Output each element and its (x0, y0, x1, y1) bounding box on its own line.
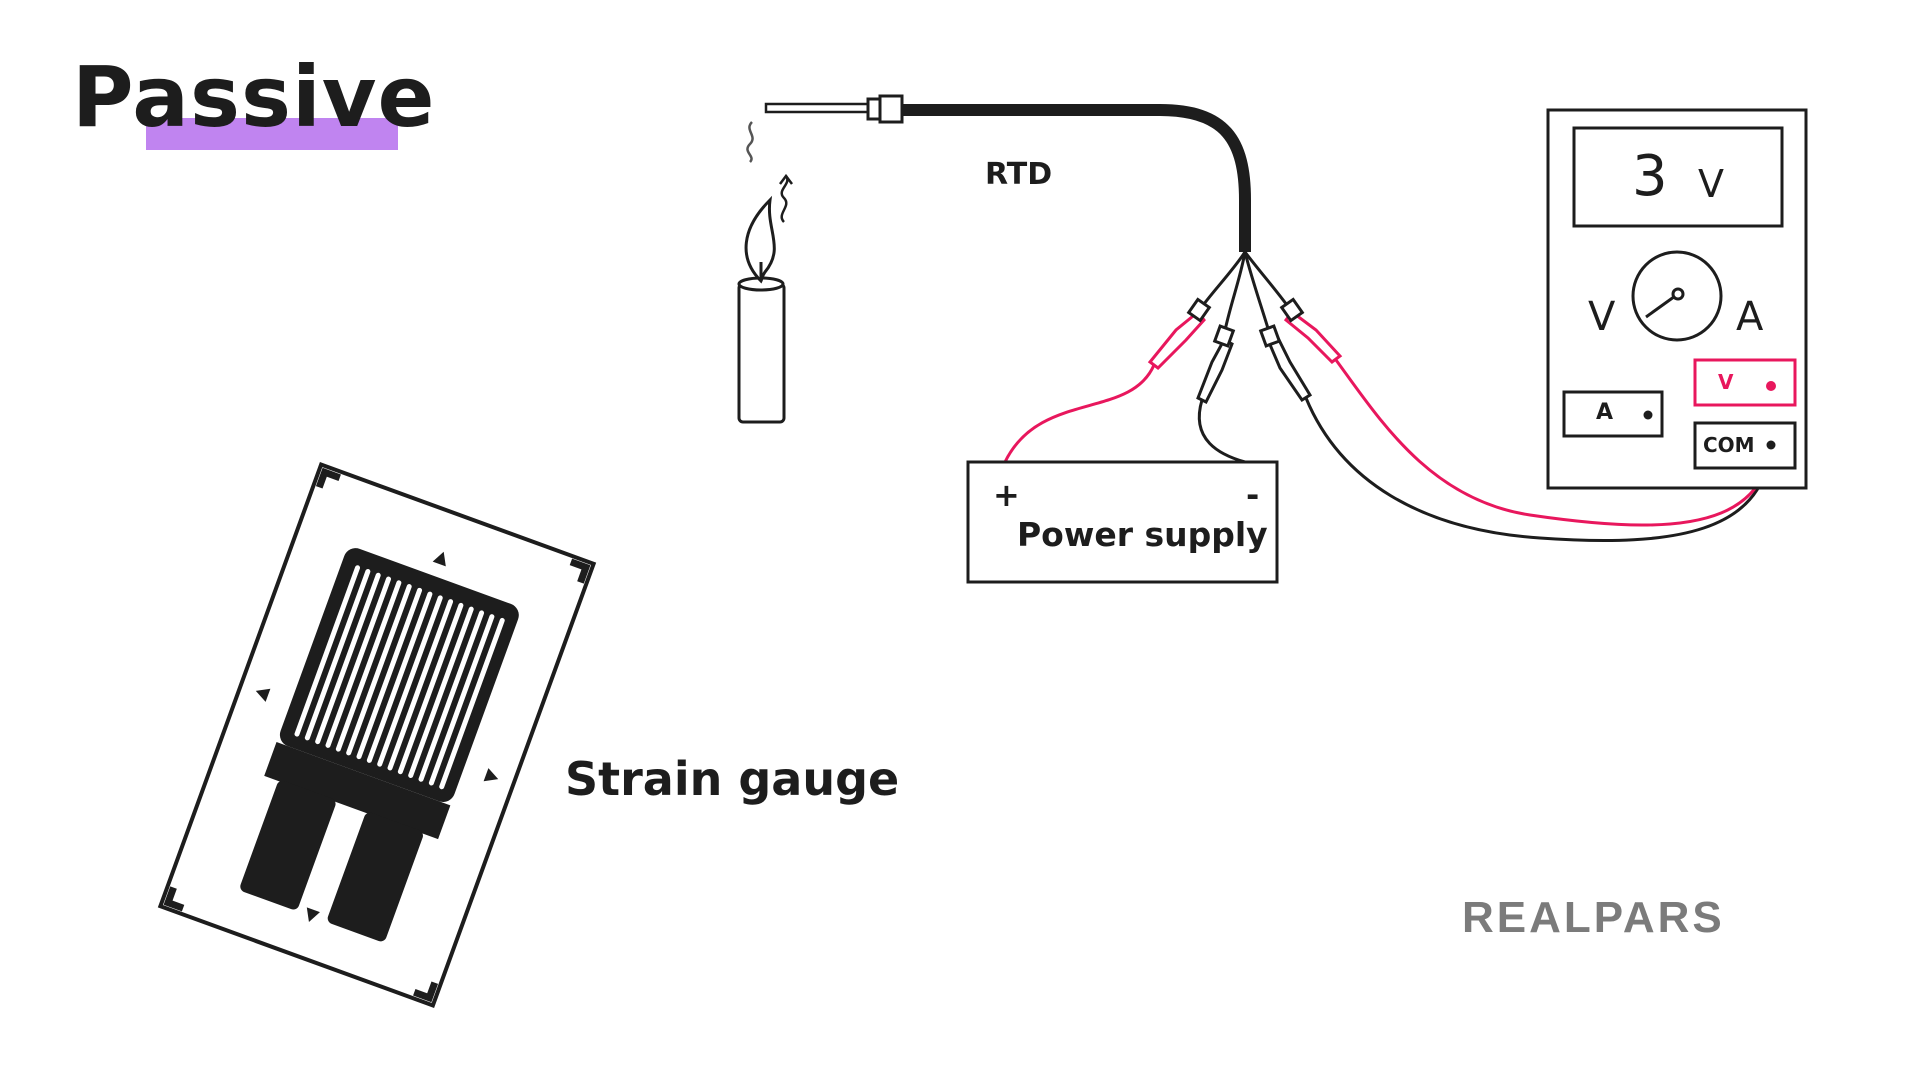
rtd-probe (764, 94, 1251, 252)
red-clip-left (1147, 297, 1212, 370)
black-clip-right (1258, 324, 1313, 403)
candle-icon (737, 195, 786, 424)
port-v-label: V (1718, 370, 1734, 394)
multimeter (1546, 108, 1808, 490)
gauge-grid (240, 548, 519, 942)
port-com-label: COM (1703, 433, 1755, 457)
page-title: Passive (72, 48, 436, 146)
port-com-box (1693, 421, 1797, 470)
realpars-logo: REALPARS (1462, 893, 1725, 942)
rtd-wires (1196, 251, 1294, 336)
meter-dial-v-label: V (1588, 294, 1616, 340)
black-clip-left (1196, 324, 1236, 405)
meter-dial-a-label: A (1736, 294, 1764, 340)
meter-display (1572, 126, 1784, 228)
strain-gauge-label: Strain gauge (565, 752, 900, 806)
meter-display-value: 3 (1632, 144, 1668, 209)
port-a-jack (1643, 410, 1653, 420)
port-v-jack (1766, 381, 1776, 391)
red-clip-right (1279, 297, 1343, 364)
power-supply-plus: + (993, 476, 1020, 514)
brand-logo-text: REALPARS (1462, 893, 1725, 942)
power-supply-box (966, 460, 1279, 584)
port-a-label: A (1596, 400, 1614, 425)
power-supply-label: Power supply (1017, 515, 1268, 554)
meter-display-unit: V (1698, 162, 1724, 206)
title-highlight (146, 118, 398, 150)
heat-wave-icon (746, 121, 793, 223)
title-block: Passive (72, 48, 435, 158)
power-supply-minus: - (1246, 476, 1260, 514)
strain-gauge-icon (157, 462, 597, 1008)
port-com-jack (1766, 440, 1776, 450)
port-v-box (1693, 358, 1797, 407)
rtd-label: RTD (985, 157, 1053, 192)
port-a-box (1562, 390, 1664, 438)
dial-needle-icon (1645, 292, 1679, 319)
